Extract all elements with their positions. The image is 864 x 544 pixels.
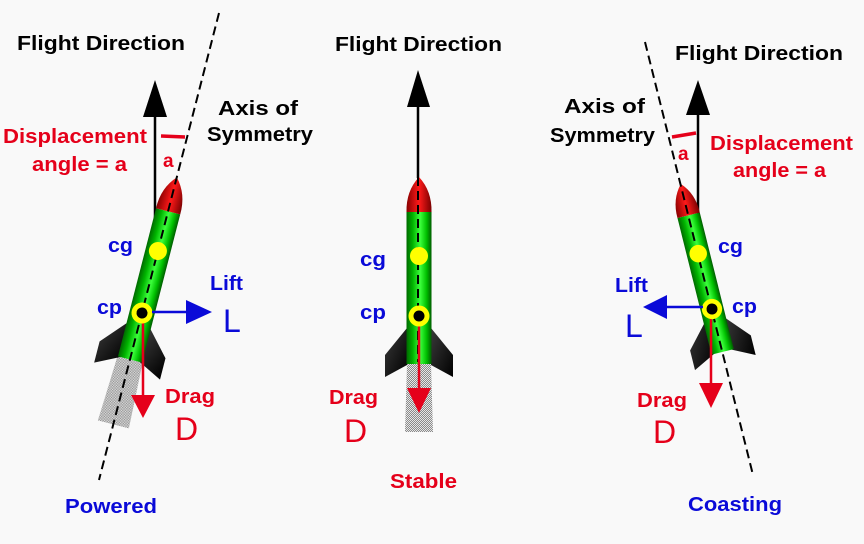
exhaust-plume xyxy=(97,356,143,429)
cg-label: cg xyxy=(360,249,386,271)
angle-symbol-label: a xyxy=(163,151,174,172)
lift-symbol: L xyxy=(625,308,643,344)
displacement-angle-mark xyxy=(160,134,186,139)
caption-powered: Powered xyxy=(65,496,157,518)
drag-label: Drag xyxy=(637,390,687,412)
displacement-label-line2: angle = a xyxy=(32,154,128,176)
panel-coasting: Flight Direction Axis of Symmetry Displa… xyxy=(550,41,853,516)
drag-symbol: D xyxy=(344,413,367,449)
axis-label-line2: Symmetry xyxy=(207,124,314,146)
caption-stable: Stable xyxy=(390,471,457,493)
drag-arrowhead xyxy=(407,388,431,413)
cg-marker xyxy=(148,242,167,261)
drag-symbol: D xyxy=(175,411,198,447)
cg-label: cg xyxy=(718,236,743,258)
rocket-markers-powered xyxy=(131,242,167,324)
fin-left xyxy=(385,328,407,377)
drag-label: Drag xyxy=(165,386,215,408)
cp-label: cp xyxy=(732,296,757,318)
fin-right xyxy=(431,328,453,377)
drag-symbol: D xyxy=(653,414,676,450)
flight-direction-arrowhead xyxy=(407,70,430,107)
rocket-markers-coasting xyxy=(689,244,723,320)
displacement-label-line1: Displacement xyxy=(710,133,853,155)
rocket-markers-stable xyxy=(408,247,430,327)
cp-marker-center xyxy=(413,310,425,322)
lift-symbol: L xyxy=(223,303,241,339)
cg-label: cg xyxy=(108,235,133,257)
lift-arrowhead xyxy=(643,295,667,319)
flight-direction-label: Flight Direction xyxy=(675,43,843,65)
displacement-angle-mark xyxy=(671,131,697,139)
cp-marker-center xyxy=(136,307,148,319)
caption-coasting: Coasting xyxy=(688,494,782,516)
angle-symbol-label: a xyxy=(678,144,689,165)
cp-marker-center xyxy=(706,303,718,315)
cg-marker xyxy=(410,247,428,265)
flight-direction-arrowhead xyxy=(686,80,710,115)
displacement-label-line1: Displacement xyxy=(3,126,147,148)
cg-marker xyxy=(689,244,707,263)
flight-direction-arrowhead xyxy=(143,80,167,117)
axis-label-line1: Axis of xyxy=(564,96,645,118)
lift-label: Lift xyxy=(615,275,648,297)
lift-arrowhead xyxy=(186,300,212,324)
displacement-label-line2: angle = a xyxy=(733,160,827,182)
lift-label: Lift xyxy=(210,273,243,295)
drag-label: Drag xyxy=(329,387,378,409)
drag-arrowhead xyxy=(699,383,723,408)
flight-direction-label: Flight Direction xyxy=(17,33,185,55)
drag-arrowhead xyxy=(131,395,155,418)
axis-of-symmetry-line xyxy=(644,41,754,476)
axis-label-line2: Symmetry xyxy=(550,125,656,147)
panel-powered: Flight Direction Axis of Symmetry Displa… xyxy=(3,12,314,518)
panel-stable: Flight Direction cg cp Drag D Stable xyxy=(329,34,502,493)
axis-label-line1: Axis of xyxy=(218,98,298,120)
cp-label: cp xyxy=(97,297,122,319)
rocket-nose-cone xyxy=(156,177,183,215)
flight-direction-label: Flight Direction xyxy=(335,34,502,56)
cp-label: cp xyxy=(360,302,386,324)
